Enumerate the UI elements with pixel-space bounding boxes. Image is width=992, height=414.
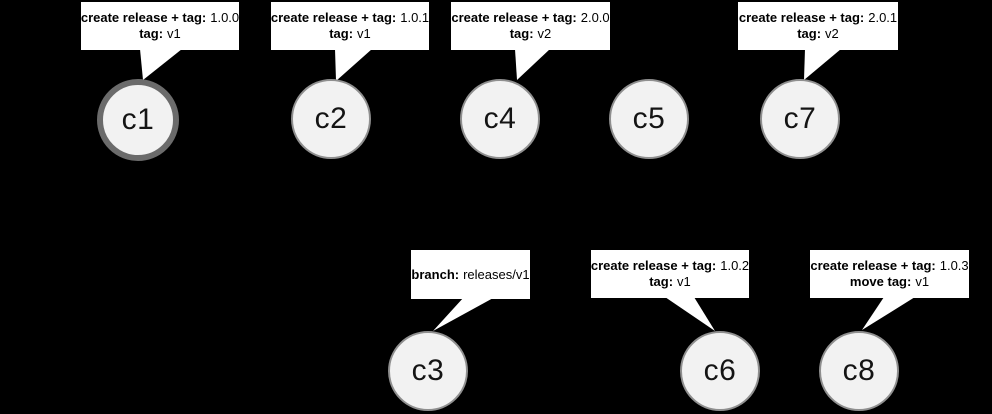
callout-value: 2.0.1 <box>868 10 898 25</box>
commit-label: c2 <box>314 102 348 135</box>
callout-label: create release + tag: <box>270 10 397 25</box>
callout-c2: create release + tag:1.0.1 tag:v1 <box>271 2 429 50</box>
callout-tail <box>665 297 715 331</box>
callout-label: tag: <box>139 26 164 41</box>
commit-label: c8 <box>842 354 876 387</box>
callout-tail <box>862 297 915 330</box>
commit-node-c3: c3 <box>388 331 468 411</box>
callout-label: move tag: <box>849 274 912 289</box>
callout-tail <box>515 49 550 80</box>
callout-value: v2 <box>537 26 552 41</box>
callout-value: 1.0.1 <box>400 10 430 25</box>
callout-label: tag: <box>649 274 674 289</box>
commit-node-c8: c8 <box>819 331 899 411</box>
callout-label: create release + tag: <box>738 10 865 25</box>
commit-label: c4 <box>483 102 517 135</box>
commit-label: c6 <box>703 354 737 387</box>
callout-label: create release + tag: <box>810 258 936 273</box>
callout-value: 2.0.0 <box>580 10 610 25</box>
commit-label: c1 <box>121 103 155 136</box>
callout-c4: create release + tag:2.0.0 tag:v2 <box>451 2 610 50</box>
callout-label: tag: <box>797 26 822 41</box>
callout-value: v1 <box>357 26 371 41</box>
callout-label: create release + tag: <box>80 10 207 25</box>
commit-node-c4: c4 <box>460 79 540 159</box>
commit-node-c6: c6 <box>680 331 760 411</box>
callout-c1: create release + tag:1.0.0 tag:v1 <box>81 2 239 50</box>
callout-tail <box>433 297 495 331</box>
callout-value: v1 <box>677 274 691 289</box>
callout-label: create release + tag: <box>590 258 717 273</box>
commit-node-c7: c7 <box>760 79 840 159</box>
callout-value: v1 <box>167 26 181 41</box>
callout-label: tag: <box>329 26 354 41</box>
callout-value: releases/v1 <box>463 266 530 282</box>
commit-label: c5 <box>632 102 666 135</box>
callout-c3: branch:releases/v1 <box>411 250 530 299</box>
callout-label: branch: <box>411 266 460 282</box>
callout-label: create release + tag: <box>451 10 577 25</box>
callout-c6: create release + tag:1.0.2 tag:v1 <box>591 250 749 298</box>
callout-value: 1.0.2 <box>720 258 750 273</box>
commit-node-c1: c1 <box>97 79 179 161</box>
callout-tail <box>140 49 182 80</box>
callout-c7: create release + tag:2.0.1 tag:v2 <box>738 2 898 50</box>
callout-value: 1.0.3 <box>939 258 969 273</box>
callout-c8: create release + tag:1.0.3 move tag:v1 <box>810 250 969 298</box>
callout-value: 1.0.0 <box>210 10 240 25</box>
commit-label: c3 <box>411 354 445 387</box>
callout-tail <box>804 49 841 80</box>
callout-label: tag: <box>509 26 534 41</box>
commit-label: c7 <box>783 102 817 135</box>
commit-node-c5: c5 <box>609 79 689 159</box>
callout-value: v2 <box>825 26 839 41</box>
commit-node-c2: c2 <box>291 79 371 159</box>
callout-tail <box>335 49 372 81</box>
callout-value: v1 <box>915 274 930 289</box>
